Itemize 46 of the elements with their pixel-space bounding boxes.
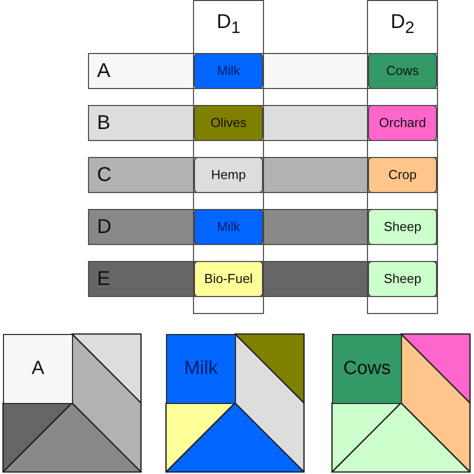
triangle-piece (3, 403, 72, 472)
cell-box (368, 105, 437, 141)
column-box (193, 0, 264, 314)
triangle-piece (235, 334, 304, 403)
cell-label: Milk (216, 220, 240, 234)
cell-label: Hemp (211, 168, 246, 182)
triangle-piece (401, 334, 470, 403)
square-piece (3, 334, 73, 404)
parallelogram-piece (72, 334, 141, 472)
column-box (367, 0, 438, 314)
column-heading: D$_{1}$ (216, 11, 240, 38)
triangle-piece (3, 403, 141, 472)
column-heading: D$_{2}$ (390, 11, 414, 38)
cell-box (194, 261, 263, 297)
square-piece (332, 334, 402, 404)
piece-label: A (32, 358, 44, 380)
cell-box (194, 53, 263, 89)
cell-label: Olives (210, 116, 247, 130)
row-label: E (97, 268, 110, 290)
cell-box (194, 209, 263, 245)
cell-label: Crop (388, 168, 417, 182)
cell-box (368, 209, 437, 245)
piece-label: Cows (343, 358, 391, 380)
cell-box (368, 261, 437, 297)
triangle-piece (166, 403, 235, 472)
cell-label: Orchard (379, 116, 426, 130)
row-label: B (97, 112, 110, 134)
cell-label: Sheep (384, 272, 422, 286)
cell-box (368, 157, 437, 193)
parallelogram-piece (401, 334, 470, 472)
parallelogram-piece (235, 334, 304, 472)
row-label: C (97, 164, 112, 186)
row-label: D (97, 216, 112, 238)
cell-label: Milk (216, 64, 240, 78)
triangle-piece (166, 403, 304, 472)
square-piece (166, 334, 236, 404)
cell-box (194, 157, 263, 193)
row-label: A (97, 60, 110, 82)
triangle-piece (332, 403, 401, 472)
cell-box (194, 105, 263, 141)
cell-label: Bio-Fuel (204, 272, 253, 286)
cell-box (368, 53, 437, 89)
cell-label: Sheep (384, 220, 422, 234)
cell-label: Cows (386, 64, 419, 78)
piece-label: Milk (184, 358, 218, 380)
triangle-piece (332, 403, 470, 472)
